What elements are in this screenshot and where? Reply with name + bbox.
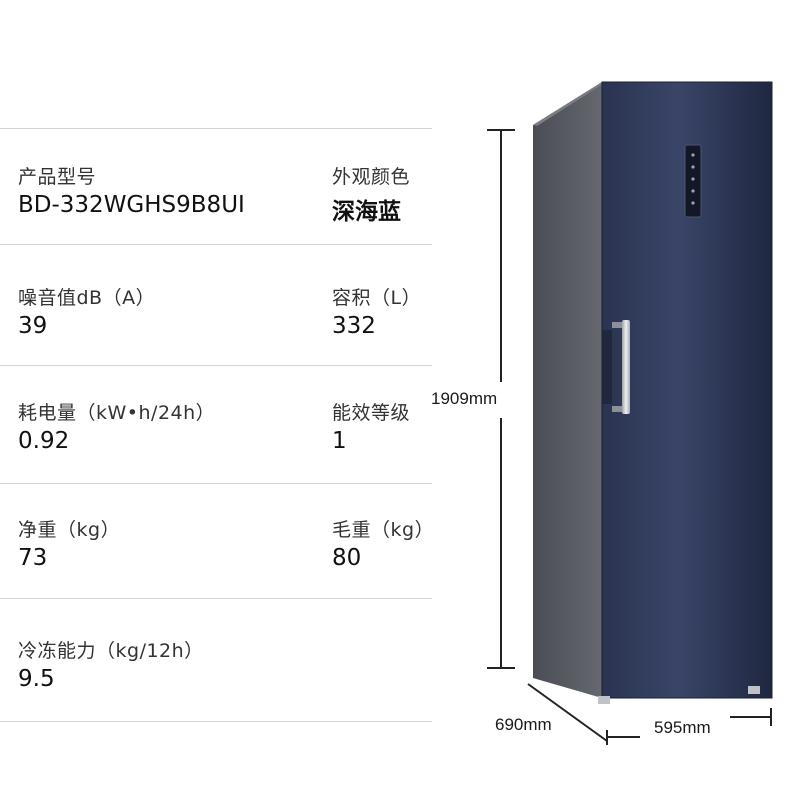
freezer-foot: [748, 686, 760, 694]
divider: [0, 598, 432, 599]
control-button: [691, 165, 695, 169]
model-value: BD-332WGHS9B8UI: [18, 192, 245, 218]
divider: [0, 721, 432, 722]
height-bottom-tick: [487, 667, 515, 669]
divider: [0, 128, 432, 129]
volume-value: 332: [332, 313, 376, 339]
door-handle: [622, 320, 630, 414]
power-value: 0.92: [18, 428, 70, 454]
control-button: [691, 153, 695, 157]
width-label: 595mm: [654, 718, 711, 737]
freezer-foot: [598, 696, 610, 704]
depth-line: [527, 683, 608, 742]
net-weight-value: 73: [18, 545, 48, 571]
noise-value: 39: [18, 313, 48, 339]
freezer-side-panel: [533, 82, 602, 698]
door-handle-shadow: [602, 330, 612, 404]
noise-label: 噪音值dB（A）: [18, 287, 156, 309]
divider: [0, 365, 432, 366]
model-label: 产品型号: [18, 166, 97, 188]
base-dimension-lines: [527, 683, 772, 745]
volume-label: 容积（L）: [332, 287, 422, 309]
power-label: 耗电量（kW•h/24h）: [18, 402, 216, 424]
control-button: [691, 189, 695, 193]
height-line-upper: [500, 129, 502, 382]
color-label: 外观颜色: [332, 166, 411, 188]
divider: [0, 244, 432, 245]
freezing-capacity-value: 9.5: [18, 666, 55, 692]
gross-weight-label: 毛重（kg）: [332, 519, 435, 541]
efficiency-label: 能效等级: [332, 402, 411, 424]
net-weight-label: 净重（kg）: [18, 519, 121, 541]
divider: [0, 483, 432, 484]
freezing-capacity-label: 冷冻能力（kg/12h）: [18, 640, 204, 662]
gross-weight-value: 80: [332, 545, 362, 571]
freezer-top-edge: [533, 82, 606, 126]
color-value: 深海蓝: [332, 199, 401, 225]
door-handle-mount: [612, 322, 630, 328]
control-panel: [684, 144, 702, 218]
control-button: [691, 201, 695, 205]
freezer-image: [533, 81, 773, 704]
efficiency-value: 1: [332, 428, 347, 454]
height-label: 1909mm: [431, 389, 498, 408]
depth-label: 690mm: [495, 715, 552, 734]
control-button: [691, 177, 695, 181]
height-line-lower: [500, 418, 502, 668]
door-handle-mount: [612, 406, 630, 412]
